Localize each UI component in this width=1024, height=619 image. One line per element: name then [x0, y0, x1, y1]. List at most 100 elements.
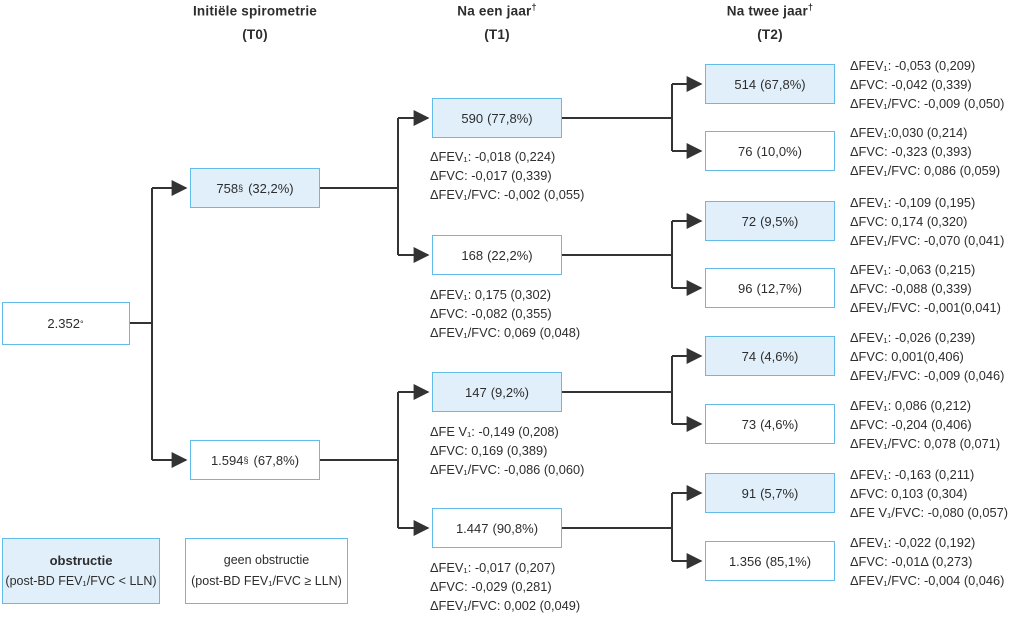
stats-t2-1356: ΔFEV₁: -0,022 (0,192) ΔFVC: -0,01Δ (0,27…	[850, 533, 1004, 590]
node-percentage: (90,8%)	[492, 520, 539, 536]
node-t0-obstruction: 758§(32,2%)	[190, 168, 320, 208]
stats-t2-73: ΔFEV₁: 0,086 (0,212) ΔFVC: -0,204 (0,406…	[850, 396, 1000, 453]
stat-line: ΔFEV₁/FVC: -0,001(0,041)	[850, 300, 1001, 315]
stat-line: ΔFEV₁: -0,026 (0,239)	[850, 330, 976, 345]
node-t2-72: 72(9,5%)	[705, 201, 835, 241]
column-header-t0: Initiële spirometrie (T0)	[145, 2, 365, 42]
node-value: 1.594	[210, 452, 244, 468]
node-value: 590	[461, 110, 484, 126]
column-title: Na een jaar†	[457, 2, 537, 19]
node-percentage: (9,5%)	[760, 213, 799, 229]
node-percentage: (77,8%)	[487, 110, 533, 126]
node-value: 758	[216, 180, 239, 196]
node-percentage: (32,2%)	[248, 180, 294, 196]
stats-t2-76: ΔFEV₁:0,030 (0,214) ΔFVC: -0,323 (0,393)…	[850, 123, 1000, 180]
column-header-t1: Na een jaar† (T1)	[387, 2, 607, 42]
node-value: 91	[741, 485, 757, 501]
node-percentage: (9,2%)	[490, 384, 529, 400]
node-t0-no-obstruction: 1.594§(67,8%)	[190, 440, 320, 480]
legend-subtitle: (post-BD FEV₁/FVC < LLN)	[5, 574, 157, 588]
node-t2-76: 76(10,0%)	[705, 131, 835, 171]
stats-t2-514: ΔFEV₁: -0,053 (0,209) ΔFVC: -0,042 (0,33…	[850, 56, 1004, 113]
column-period: (T1)	[484, 26, 510, 42]
stat-line: ΔFEV₁: -0,022 (0,192)	[850, 535, 976, 550]
node-t2-514: 514(67,8%)	[705, 64, 835, 104]
stat-line: ΔFEV₁: -0,053 (0,209)	[850, 58, 976, 73]
node-percentage: (85,1%)	[765, 553, 812, 569]
stat-line: ΔFVC: -0,082 (0,355)	[430, 306, 552, 321]
stat-line: ΔFEV₁/FVC: -0,004 (0,046)	[850, 573, 1005, 588]
node-t1-168: 168(22,2%)	[432, 235, 562, 275]
stat-line: ΔFVC: 0,174 (0,320)	[850, 214, 968, 229]
legend-title: geen obstructie	[223, 553, 310, 567]
node-percentage: (22,2%)	[487, 247, 533, 263]
node-value: 74	[741, 348, 757, 364]
stat-line: ΔFVC: -0,042 (0,339)	[850, 77, 972, 92]
stat-line: ΔFEV₁/FVC: 0,002 (0,049)	[430, 598, 581, 613]
column-title: Na twee jaar†	[726, 2, 814, 19]
node-value: 1.447	[455, 520, 489, 536]
stat-line: ΔFEV₁/FVC: 0,086 (0,059)	[850, 163, 1001, 178]
stat-line: ΔFEV₁: -0,163 (0,211)	[850, 467, 975, 482]
node-percentage: (10,0%)	[756, 143, 802, 159]
stat-line: ΔFVC: 0,169 (0,389)	[430, 443, 548, 458]
node-percentage: (12,7%)	[756, 280, 802, 296]
node-t2-74: 74(4,6%)	[705, 336, 835, 376]
node-total: 2.352°	[2, 302, 130, 345]
column-period: (T0)	[242, 26, 268, 42]
stat-line: ΔFVC: -0,323 (0,393)	[850, 144, 972, 159]
stat-line: ΔFE V₁/FVC: -0,080 (0,057)	[850, 505, 1008, 520]
stat-line: ΔFEV₁/FVC: 0,078 (0,071)	[850, 436, 1001, 451]
stat-line: ΔFE V₁: -0,149 (0,208)	[430, 424, 559, 439]
stat-line: ΔFVC: -0,017 (0,339)	[430, 168, 552, 183]
node-t1-147: 147(9,2%)	[432, 372, 562, 412]
node-percentage: (5,7%)	[760, 485, 799, 501]
stat-line: ΔFVC: 0,001(0,406)	[850, 349, 964, 364]
node-value: 1.356	[728, 553, 762, 569]
stat-line: ΔFEV₁: -0,018 (0,224)	[430, 149, 556, 164]
stat-line: ΔFEV₁/FVC: -0,002 (0,055)	[430, 187, 585, 202]
stat-line: ΔFVC: 0,103 (0,304)	[850, 486, 968, 501]
node-value: 76	[738, 143, 753, 159]
legend-title: obstructie	[49, 553, 113, 568]
node-value: 514	[734, 76, 757, 92]
stat-line: ΔFEV₁: -0,109 (0,195)	[850, 195, 976, 210]
stat-line: ΔFEV₁: -0,063 (0,215)	[850, 262, 976, 277]
stat-line: ΔFVC: -0,088 (0,339)	[850, 281, 972, 296]
column-period: (T2)	[757, 26, 783, 42]
legend-obstruction: obstructie (post-BD FEV₁/FVC < LLN)	[2, 538, 160, 604]
node-percentage: (67,8%)	[253, 452, 300, 468]
stat-line: ΔFEV₁: -0,017 (0,207)	[430, 560, 556, 575]
node-t1-590: 590(77,8%)	[432, 98, 562, 138]
stat-line: ΔFVC: -0,01Δ (0,273)	[850, 554, 973, 569]
node-t2-91: 91(5,7%)	[705, 473, 835, 513]
stats-t2-91: ΔFEV₁: -0,163 (0,211) ΔFVC: 0,103 (0,304…	[850, 465, 1008, 522]
column-header-t2: Na twee jaar† (T2)	[660, 2, 880, 42]
stat-line: ΔFEV₁/FVC: -0,009 (0,046)	[850, 368, 1005, 383]
stats-t2-74: ΔFEV₁: -0,026 (0,239) ΔFVC: 0,001(0,406)…	[850, 328, 1004, 385]
stat-line: ΔFEV₁/FVC: 0,069 (0,048)	[430, 325, 581, 340]
stat-line: ΔFEV₁/FVC: -0,009 (0,050)	[850, 96, 1005, 111]
stat-line: ΔFEV₁/FVC: -0,086 (0,060)	[430, 462, 585, 477]
stats-t2-72: ΔFEV₁: -0,109 (0,195) ΔFVC: 0,174 (0,320…	[850, 193, 1004, 250]
stat-line: ΔFEV₁:0,030 (0,214)	[850, 125, 968, 140]
node-value: 73	[741, 416, 757, 432]
node-t1-1447: 1.447(90,8%)	[432, 508, 562, 548]
node-t2-1356: 1.356(85,1%)	[705, 541, 835, 581]
legend-subtitle: (post-BD FEV₁/FVC ≥ LLN)	[191, 574, 342, 588]
stat-line: ΔFVC: -0,204 (0,406)	[850, 417, 972, 432]
node-t2-73: 73(4,6%)	[705, 404, 835, 444]
node-value: 2.352	[47, 316, 80, 331]
stats-t1-590: ΔFEV₁: -0,018 (0,224) ΔFVC: -0,017 (0,33…	[430, 147, 584, 204]
node-percentage: (4,6%)	[760, 348, 799, 364]
node-value: 147	[465, 384, 487, 400]
column-title: Initiële spirometrie	[192, 3, 318, 19]
node-percentage: (4,6%)	[760, 416, 799, 432]
node-value: 72	[741, 213, 757, 229]
node-percentage: (67,8%)	[760, 76, 806, 92]
stat-line: ΔFEV₁/FVC: -0,070 (0,041)	[850, 233, 1005, 248]
stats-t1-1447: ΔFEV₁: -0,017 (0,207) ΔFVC: -0,029 (0,28…	[430, 558, 580, 615]
stat-line: ΔFVC: -0,029 (0,281)	[430, 579, 552, 594]
node-t2-96: 96(12,7%)	[705, 268, 835, 308]
